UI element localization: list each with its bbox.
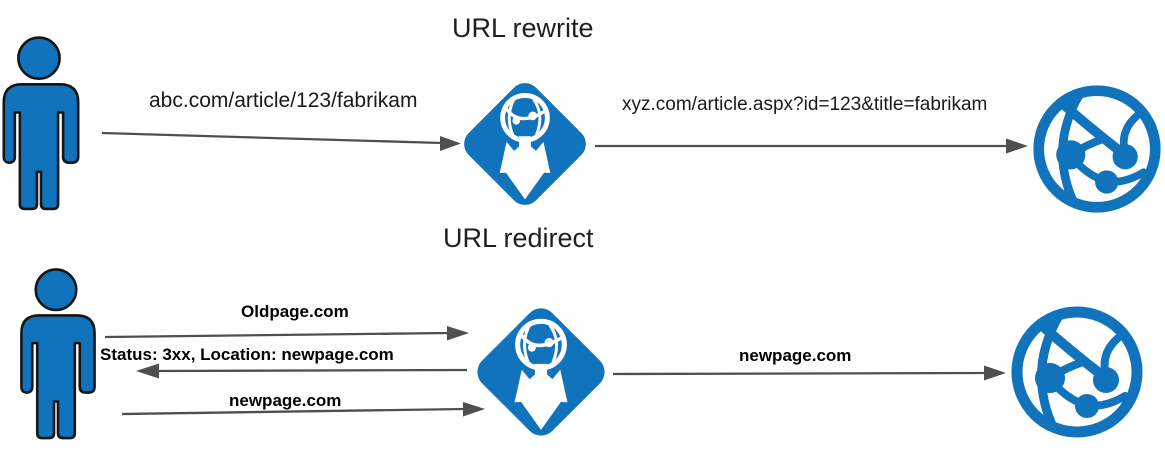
application-gateway-icon <box>477 308 605 436</box>
arrowhead-right <box>1006 138 1028 154</box>
gateway-globe <box>515 318 567 371</box>
webapp-network <box>1035 309 1129 432</box>
redirect-new-request-label: newpage.com <box>229 391 342 410</box>
user-head <box>34 268 78 312</box>
gateway-trident-arrows <box>499 136 551 200</box>
arrowhead-right <box>463 402 485 417</box>
rewrite-output-label: xyz.com/article.aspx?id=123&title=fabrik… <box>622 94 988 115</box>
redirect-forward-arrow <box>612 365 1006 381</box>
rewrite-output-arrow <box>595 138 1028 154</box>
user-body <box>2 82 80 211</box>
rewrite-request-label: abc.com/article/123/fabrikam <box>149 89 418 112</box>
webapp-globe-ring <box>1033 85 1161 213</box>
webapp-network <box>1056 88 1148 207</box>
arrowhead-left <box>136 363 159 379</box>
web-app-icon <box>1011 306 1143 438</box>
user-icon <box>20 268 96 440</box>
section-title-url-rewrite: URL rewrite <box>452 13 594 43</box>
web-app-icon <box>1033 85 1161 213</box>
rewrite-request-arrow <box>101 131 461 151</box>
arrowhead-right <box>984 365 1006 381</box>
redirect-request-arrow <box>104 326 469 341</box>
user-head <box>17 36 61 81</box>
application-gateway-icon <box>464 83 586 205</box>
arrowhead-right <box>447 326 469 341</box>
redirect-response-label: Status: 3xx, Location: newpage.com <box>100 345 394 364</box>
arrowhead-right <box>440 136 461 151</box>
redirect-new-request-arrow <box>121 402 485 417</box>
redirect-forward-label: newpage.com <box>739 346 852 365</box>
section-title-url-redirect: URL redirect <box>443 223 594 253</box>
user-body <box>20 314 96 440</box>
redirect-request-label: Oldpage.com <box>241 302 349 321</box>
user-icon <box>2 36 80 211</box>
gateway-trident-arrows <box>514 363 568 430</box>
redirect-response-arrow <box>136 363 468 379</box>
webapp-globe-ring <box>1011 306 1143 438</box>
